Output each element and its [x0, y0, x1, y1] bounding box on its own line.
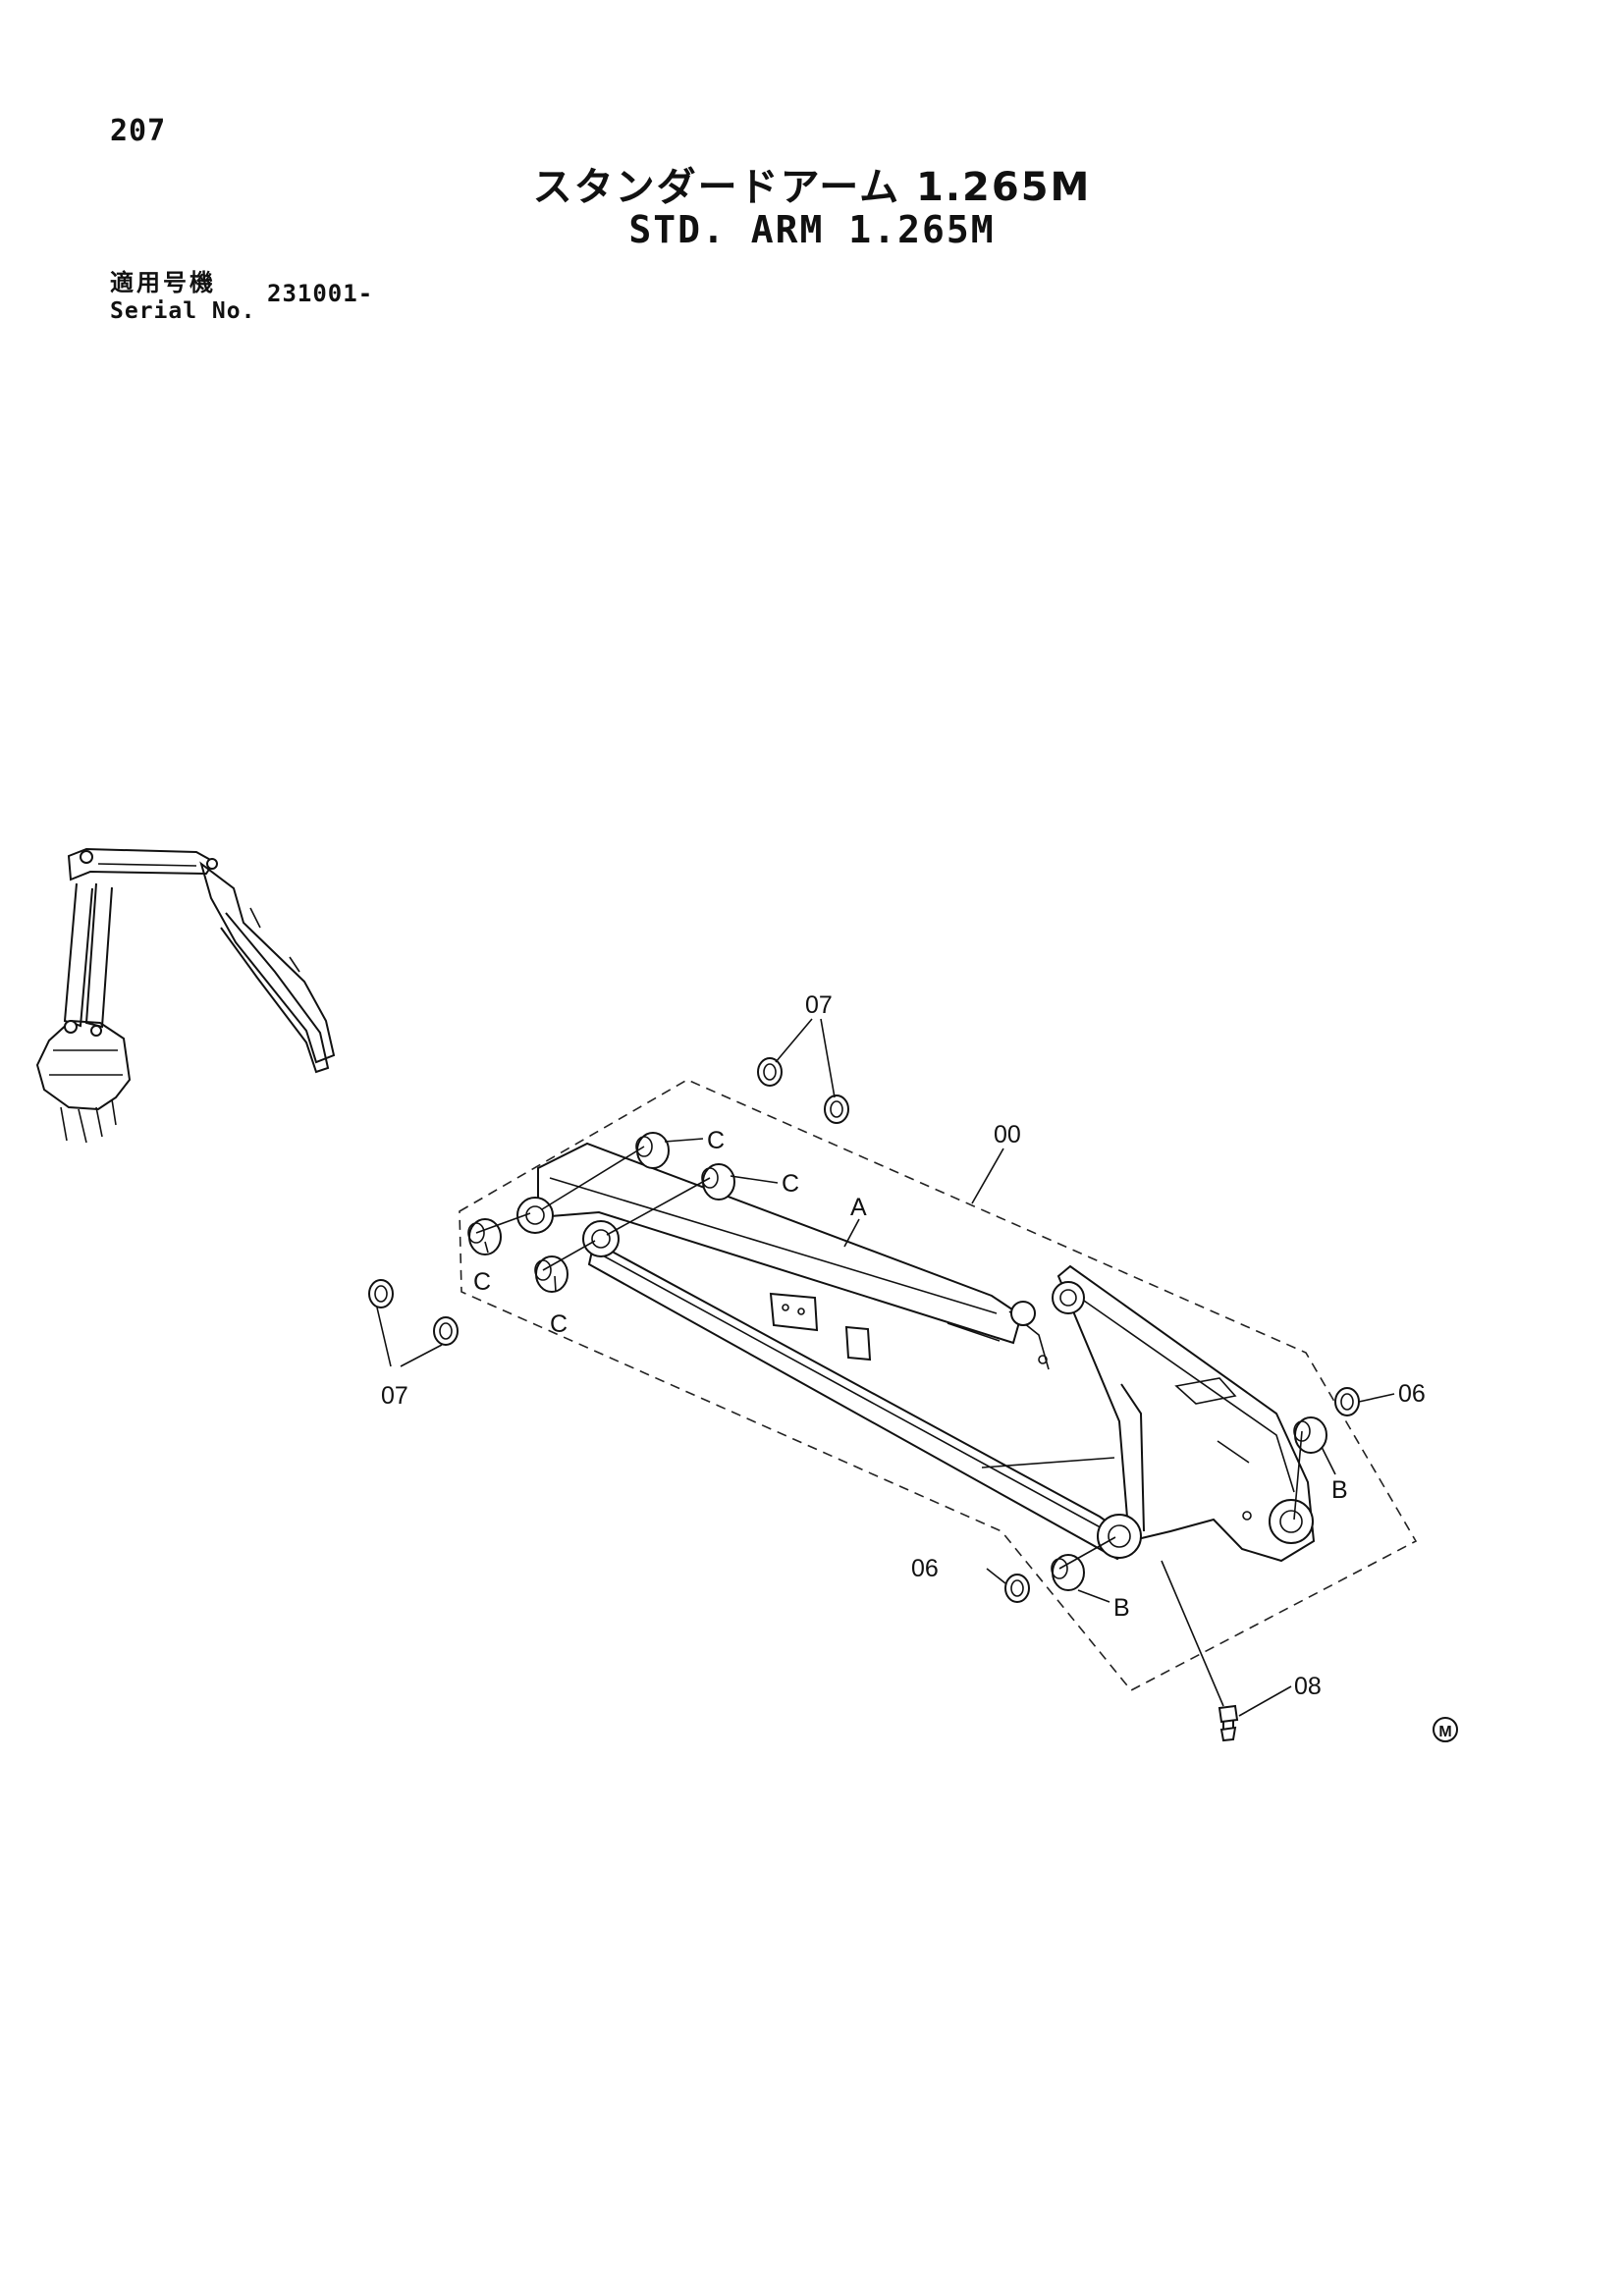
callout-c-2: C — [782, 1170, 799, 1198]
callout-c-3: C — [473, 1268, 491, 1296]
serial-label-japanese: 適用号機 — [110, 269, 216, 296]
assembly-boundary — [459, 1079, 1418, 1692]
page-title-japanese: スタンダードアーム 1.265M — [532, 165, 1092, 210]
callout-06-left: 06 — [911, 1555, 939, 1582]
serial-number-value: 231001- — [267, 280, 374, 307]
circled-m-letter: M — [1438, 1724, 1451, 1740]
page-number: 207 — [110, 114, 167, 148]
circled-m-mark: M — [1433, 1717, 1458, 1742]
arm-body — [516, 1142, 1316, 1563]
serial-label-english: Serial No. — [110, 298, 256, 324]
callout-a: A — [850, 1194, 867, 1221]
bushing-c-parts — [467, 1132, 735, 1293]
callout-08: 08 — [1294, 1673, 1322, 1700]
grease-fitting-part — [1218, 1704, 1239, 1742]
callout-c-4: C — [550, 1310, 568, 1338]
callout-c-1: C — [707, 1127, 725, 1154]
page-title-english: STD. ARM 1.265M — [628, 208, 996, 251]
callout-b-right: B — [1331, 1476, 1348, 1504]
callout-07-bottom: 07 — [381, 1382, 408, 1410]
leader-lines — [376, 1018, 1395, 1717]
assembly-lines — [475, 1146, 1303, 1570]
bushing-b-parts — [1051, 1416, 1327, 1591]
callout-b-left: B — [1113, 1594, 1130, 1622]
seal-rings — [368, 1057, 1360, 1603]
callout-06-right: 06 — [1398, 1380, 1426, 1408]
excavator-thumbnail-icon — [35, 847, 336, 1144]
callout-00: 00 — [994, 1121, 1021, 1148]
callout-07-top: 07 — [805, 991, 833, 1019]
